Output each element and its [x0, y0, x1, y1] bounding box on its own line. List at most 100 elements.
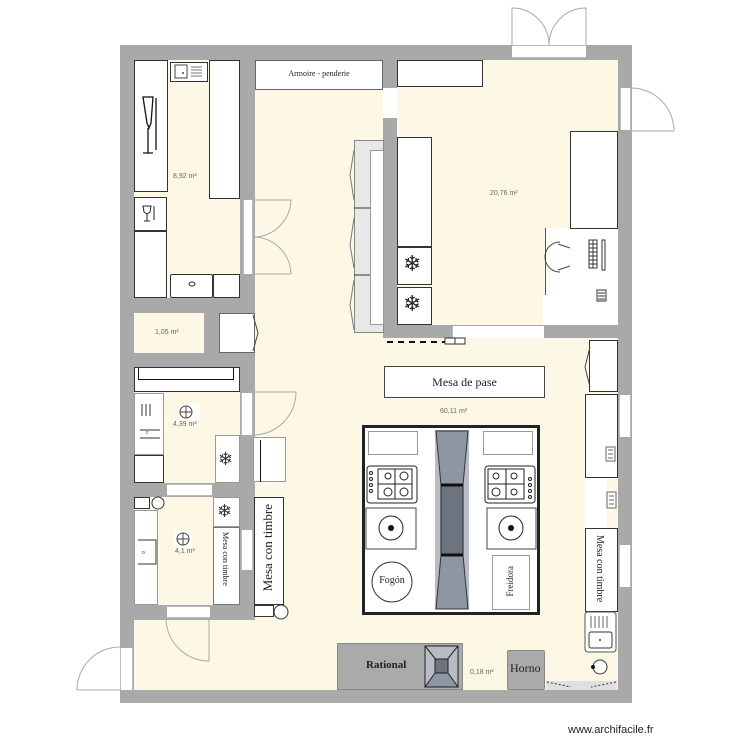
- island-drawer-left[interactable]: [368, 431, 418, 455]
- cold-room-1-door-swing: [252, 391, 297, 436]
- office-bottom-window: [452, 326, 544, 338]
- cold-room-2-freezer[interactable]: [213, 497, 240, 527]
- snowflake-icon: ❄: [218, 449, 234, 469]
- hand-sink-faucet: [591, 659, 608, 675]
- shelf-doors: [349, 149, 370, 331]
- double-door-swing: [252, 199, 292, 275]
- entry-inner-door-frame: [167, 606, 210, 618]
- cold-room-1-lower[interactable]: [134, 455, 164, 483]
- fryer[interactable]: Freidora: [492, 555, 530, 610]
- corridor-fridge-line: [260, 440, 261, 482]
- cabinet-door-marker: [252, 314, 259, 352]
- pantry-counter-bottom[interactable]: [213, 274, 240, 298]
- svg-text:c: c: [146, 430, 149, 436]
- shelf-inner: [370, 150, 384, 325]
- bottom-counter-dashed: [546, 681, 617, 690]
- area-label-main-kitchen: 60,11 m²: [440, 408, 468, 415]
- exterior-door-frame: [120, 648, 133, 690]
- cold-room-1-door-frame: [241, 393, 253, 435]
- pass-table[interactable]: Mesa de pase: [384, 366, 545, 398]
- bell-table-right[interactable]: Mesa con timbre: [585, 528, 618, 612]
- wine-rack-cabinet[interactable]: [134, 60, 168, 192]
- bell-table-right-label: Mesa con timbre: [594, 535, 605, 603]
- small-appliance-icon: [606, 491, 617, 509]
- freezer-1[interactable]: [397, 247, 432, 285]
- hand-sink-faucet: [273, 604, 289, 620]
- top-double-door-swing: [511, 7, 587, 46]
- small-sink-icon: [174, 64, 202, 79]
- fan-icon: [178, 404, 200, 420]
- snowflake-icon: ❄: [403, 291, 422, 316]
- cold-room-1-freezer[interactable]: [215, 435, 240, 483]
- office-desk-low: [543, 295, 573, 325]
- pantry-door-frame: [243, 200, 253, 274]
- top-door-frame: [512, 45, 586, 58]
- hand-sink-faucet: [151, 496, 165, 510]
- bell-table-left-sink[interactable]: [254, 605, 274, 617]
- wardrobe[interactable]: Armoire - penderie: [255, 60, 383, 90]
- freezer-2[interactable]: [397, 287, 432, 325]
- closet-cabinet[interactable]: [219, 313, 255, 353]
- office-top-cabinet[interactable]: [397, 60, 483, 87]
- office-side-door-frame: [620, 88, 631, 130]
- area-label-closet: 1,05 m²: [155, 329, 179, 336]
- oven[interactable]: Horno: [507, 650, 545, 690]
- stove-round: [371, 561, 413, 603]
- small-bell-table-label: Mesa con timbre: [221, 532, 230, 586]
- area-label-pantry: 8,92 m²: [173, 173, 197, 180]
- wine-glass-icon: [142, 96, 157, 154]
- office-right-cabinet[interactable]: [570, 131, 618, 229]
- right-counter-gap: [585, 478, 607, 528]
- keyboard-icon: [588, 239, 606, 271]
- cold-room-2-sink[interactable]: [134, 497, 150, 509]
- oven-label: Horno: [510, 661, 541, 675]
- induction-plate-left: [365, 507, 417, 550]
- right-window-2: [619, 545, 631, 587]
- glass-icon: [142, 205, 155, 222]
- counter-edge-dashed: [387, 337, 466, 345]
- small-appliance-icon: [605, 446, 616, 462]
- area-label-cold-room-2: 4,1 m²: [175, 548, 195, 555]
- cold-room-1-rack[interactable]: [134, 393, 164, 455]
- induction-plate-right: [486, 507, 537, 550]
- exterior-door-swing: [76, 646, 121, 691]
- office-chair-icon: [544, 241, 571, 273]
- fan-icon-2: [174, 530, 192, 548]
- right-counter[interactable]: [585, 394, 618, 478]
- area-label-office: 20,76 m²: [490, 190, 518, 197]
- right-cabinet-top[interactable]: [589, 340, 618, 392]
- wall-gap-top: [383, 88, 397, 118]
- pantry-fridge[interactable]: [134, 231, 167, 298]
- entry-inner-door-swing: [165, 617, 210, 662]
- gas-burner-left: [366, 465, 418, 504]
- extraction-hood: [435, 430, 469, 610]
- floor-closet: [134, 313, 204, 353]
- right-window-1: [619, 395, 631, 437]
- cold-room-2-rack[interactable]: [134, 510, 158, 605]
- bell-table-left[interactable]: Mesa con timbre: [254, 497, 284, 605]
- rack-lines-2: o: [138, 539, 157, 565]
- pantry-counter-right[interactable]: [209, 60, 240, 199]
- phone-icon: [596, 289, 607, 302]
- svg-text:o: o: [142, 550, 145, 556]
- watermark: www.archifacile.fr: [568, 724, 654, 736]
- island-drawer-right[interactable]: [483, 431, 533, 455]
- bell-table-left-label: Mesa con timbre: [260, 504, 275, 592]
- wardrobe-label: Armoire - penderie: [288, 69, 350, 78]
- corridor-fridge[interactable]: [253, 437, 286, 482]
- snowflake-icon: ❄: [217, 501, 233, 521]
- gas-burner-right: [484, 465, 536, 504]
- floor-entry: [134, 620, 334, 690]
- drain-icon: [188, 281, 196, 287]
- small-bell-table[interactable]: Mesa con timbre: [213, 527, 240, 605]
- floor-niche: [478, 660, 496, 688]
- office-left-cabinet[interactable]: [397, 137, 432, 247]
- fryer-label: Freidora: [505, 566, 515, 597]
- glass-cabinet[interactable]: [134, 197, 167, 231]
- rack-lines: c: [140, 404, 160, 439]
- area-label-cold-room-1: 4,39 m²: [173, 421, 197, 428]
- snowflake-icon: ❄: [403, 251, 422, 276]
- shelf-top-inner: [138, 367, 234, 380]
- right-sink: [584, 611, 617, 653]
- rational-label: Rational: [366, 659, 407, 671]
